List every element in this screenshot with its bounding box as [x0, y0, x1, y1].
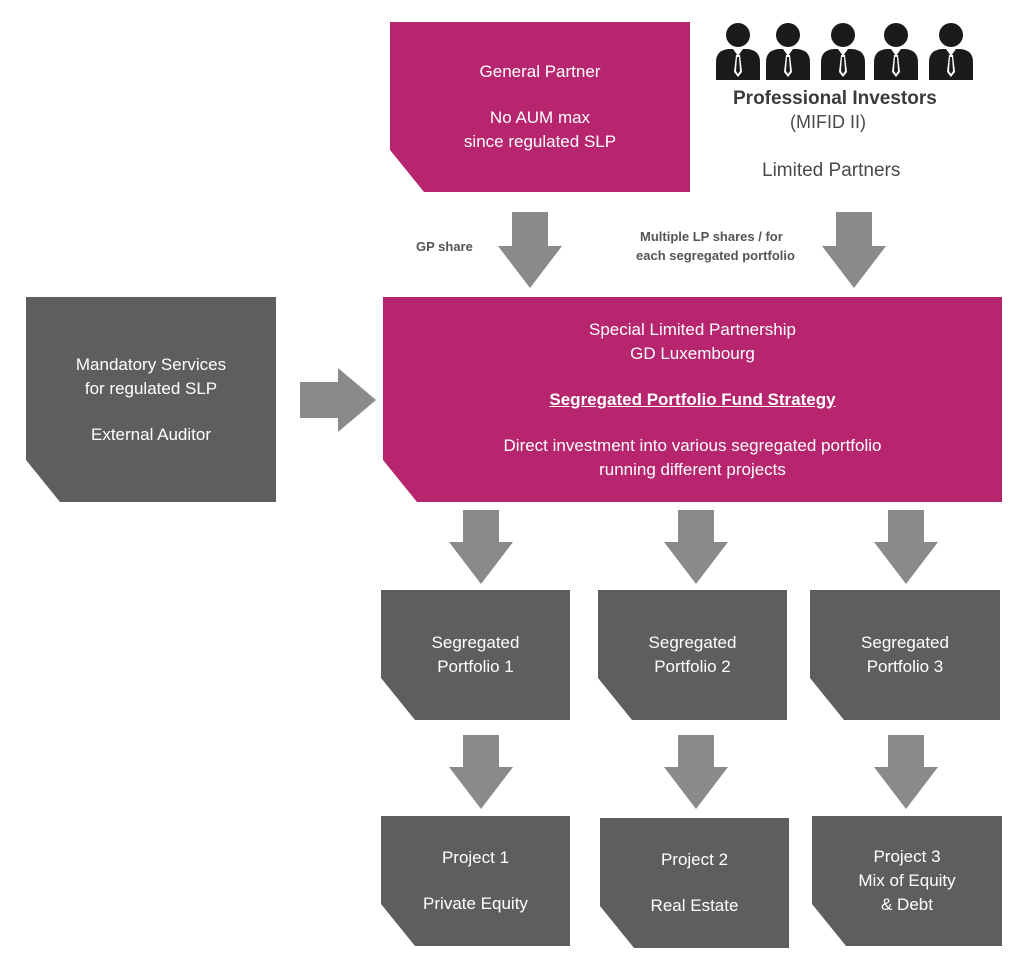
portfolio-1-line2: Portfolio 1 — [437, 657, 514, 676]
project-1-line2: Private Equity — [423, 894, 528, 913]
portfolio-2-box: Segregated Portfolio 2 — [598, 590, 787, 720]
project-3-box: Project 3 Mix of Equity & Debt — [812, 816, 1002, 946]
portfolio-1-line1: Segregated — [431, 633, 520, 652]
slp-desc1: Direct investment into various segregate… — [503, 435, 882, 455]
portfolio-2-line1: Segregated — [648, 633, 737, 652]
person-icon — [716, 23, 760, 80]
limited-partners-label: Limited Partners — [762, 160, 901, 181]
person-icon — [766, 23, 810, 80]
project-2-line1: Project 2 — [660, 850, 729, 869]
person-icon — [821, 23, 865, 80]
slp-line2: GD Luxembourg — [630, 343, 755, 363]
project-3-line2: Mix of Equity — [858, 871, 956, 890]
project-2-line2: Real Estate — [650, 896, 739, 915]
project-1-line1: Project 1 — [441, 848, 510, 867]
project-2-down-arrow — [664, 735, 728, 809]
investors-title: Professional Investors — [733, 88, 937, 109]
portfolio-1-down-arrow — [449, 510, 513, 584]
general-partner-box: General Partner No AUM max since regulat… — [390, 22, 690, 192]
mandatory-line3: External Auditor — [90, 424, 211, 444]
portfolio-2-down-arrow — [664, 510, 728, 584]
project-3-line1: Project 3 — [873, 847, 941, 866]
investors-subtitle: (MIFID II) — [790, 112, 866, 132]
lp-share-label-1: Multiple LP shares / for — [640, 229, 783, 244]
slp-box: Special Limited Partnership GD Luxembour… — [383, 297, 1002, 502]
project-3-down-arrow — [874, 735, 938, 809]
project-3-line3: & Debt — [881, 895, 933, 914]
person-icon — [929, 23, 973, 80]
portfolio-2-line2: Portfolio 2 — [654, 657, 731, 676]
project-2-box: Project 2 Real Estate — [600, 818, 789, 948]
person-icon — [874, 23, 918, 80]
slp-strategy: Segregated Portfolio Fund Strategy — [549, 389, 836, 409]
portfolio-3-box: Segregated Portfolio 3 — [810, 590, 1000, 720]
mandatory-line2: for regulated SLP — [84, 378, 218, 398]
portfolio-3-down-arrow — [874, 510, 938, 584]
portfolio-3-line2: Portfolio 3 — [866, 657, 944, 676]
portfolio-1-box: Segregated Portfolio 1 — [381, 590, 570, 720]
slp-line1: Special Limited Partnership — [589, 319, 796, 339]
gp-share-label: GP share — [416, 239, 473, 254]
lp-down-arrow — [822, 212, 886, 288]
slp-desc2: running different projects — [599, 459, 786, 479]
gp-down-arrow — [498, 212, 562, 288]
gp-line1: No AUM max — [489, 108, 591, 127]
mandatory-line1: Mandatory Services — [75, 354, 227, 374]
mandatory-right-arrow — [300, 368, 376, 432]
gp-line2: since regulated SLP — [463, 132, 617, 151]
project-1-down-arrow — [449, 735, 513, 809]
gp-title: General Partner — [479, 62, 601, 81]
project-1-box: Project 1 Private Equity — [381, 816, 570, 946]
lp-share-label-2: each segregated portfolio — [636, 248, 795, 263]
portfolio-3-line1: Segregated — [861, 633, 949, 652]
mandatory-services-box: Mandatory Services for regulated SLP Ext… — [26, 297, 276, 502]
